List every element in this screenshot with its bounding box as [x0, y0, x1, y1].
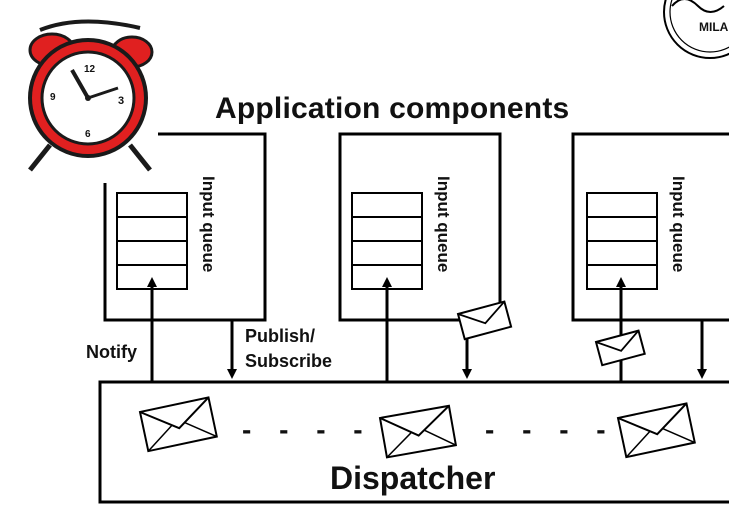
envelope-icon: [138, 396, 218, 453]
input-queue-2: [351, 192, 423, 290]
svg-text:9: 9: [50, 92, 56, 103]
university-seal-icon: [663, 0, 729, 59]
alarm-clock-icon: 12 3 6 9: [18, 8, 158, 183]
envelope-icon: [378, 404, 458, 459]
envelope-icon: [594, 329, 646, 367]
envelope-icon: [616, 402, 696, 459]
input-queue-1: [116, 192, 188, 290]
svg-text:3: 3: [118, 95, 124, 107]
diagram-title: Application components: [215, 92, 570, 125]
input-queue-label-1: Input queue: [199, 176, 218, 273]
notify-label: Notify: [86, 342, 137, 362]
svg-text:12: 12: [84, 64, 96, 75]
subscribe-label: Subscribe: [245, 351, 333, 371]
ellipsis-dashes-2: - - - -: [485, 414, 616, 445]
svg-text:6: 6: [85, 129, 91, 140]
dispatcher-label: Dispatcher: [330, 460, 496, 496]
envelope-icon: [456, 300, 513, 341]
input-queue-label-3: Input queue: [669, 176, 688, 273]
ellipsis-dashes-1: - - - -: [242, 414, 373, 445]
input-queue-label-2: Input queue: [434, 176, 453, 273]
seal-text: MILA: [699, 20, 729, 34]
publish-label: Publish/: [245, 326, 316, 346]
input-queue-3: [586, 192, 658, 290]
